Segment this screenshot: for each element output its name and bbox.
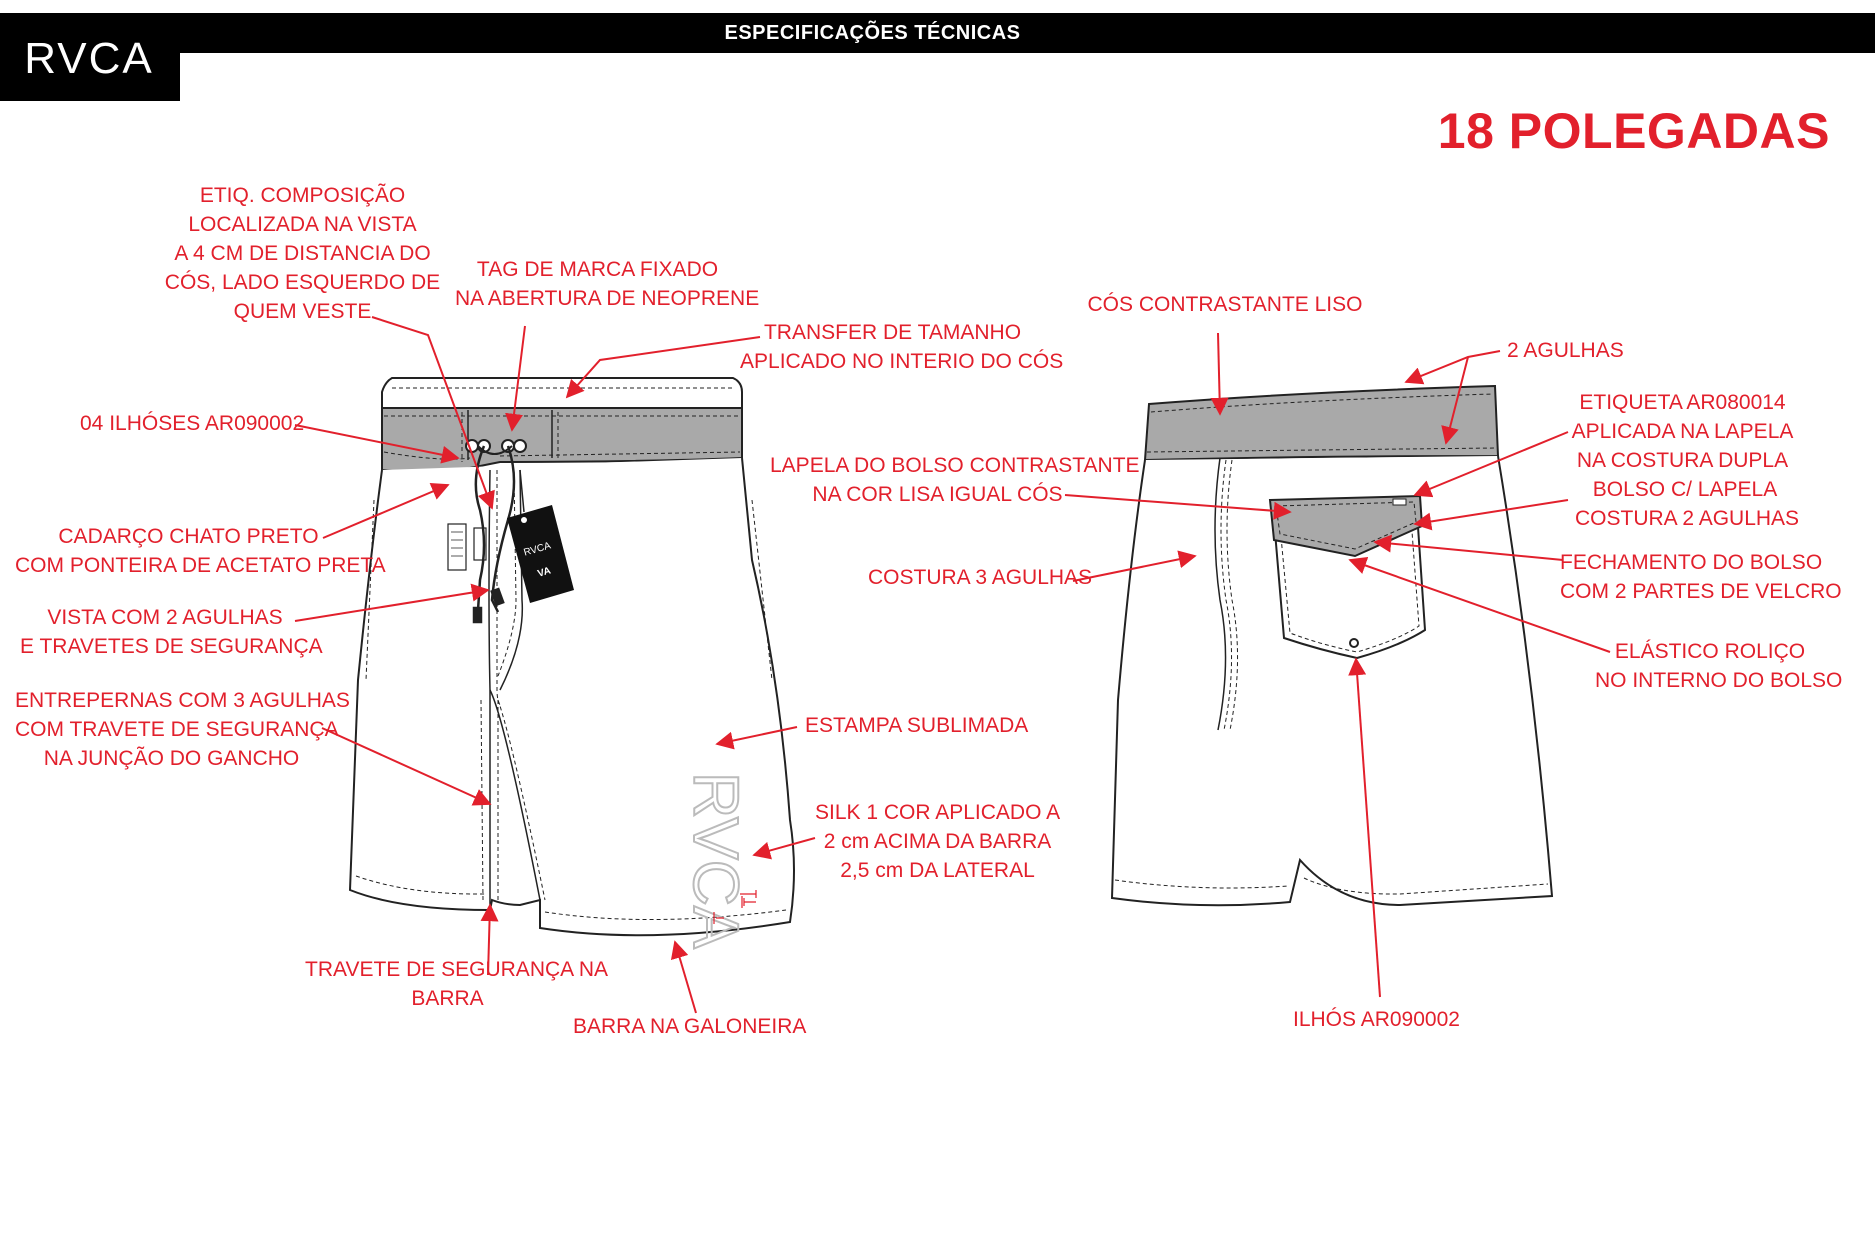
callout-etiqueta-lapela: ETIQUETA AR080014 APLICADA NA LAPELA NA … — [1571, 391, 1794, 472]
back-waistband — [1143, 384, 1500, 462]
callout-etiq-composicao: ETIQ. COMPOSIÇÃO LOCALIZADA NA VISTA A 4… — [164, 184, 441, 323]
callout-bolso-lapela: BOLSO C/ LAPELA COSTURA 2 AGULHAS — [1575, 478, 1800, 530]
callout-estampa: ESTAMPA SUBLIMADA — [805, 714, 1029, 737]
size-title: 18 POLEGADAS — [1437, 103, 1830, 159]
callout-entrepernas: ENTREPERNAS COM 3 AGULHAS COM TRAVETE DE… — [15, 689, 350, 770]
callout-barra-galoneira: BARRA NA GALONEIRA — [573, 1015, 807, 1038]
logo-text: RVCA — [24, 34, 153, 83]
pocket-eyelet — [1349, 638, 1359, 648]
header-bar: ESPECIFICAÇÕES TÉCNICAS — [0, 13, 1875, 53]
hang-tag-mark: VA — [536, 565, 552, 579]
callout-elastico: ELÁSTICO ROLIÇO NO INTERNO DO BOLSO — [1595, 640, 1843, 692]
hang-tag: RVCA VA — [507, 469, 574, 603]
callout-travete-barra: TRAVETE DE SEGURANÇA NA BARRA — [305, 958, 609, 1010]
callout-cadarco: CADARÇO CHATO PRETO COM PONTEIRA DE ACET… — [15, 525, 386, 577]
brand-logo: RVCA — [0, 13, 180, 101]
silk-print-logo: RVCA — [680, 772, 752, 949]
callout-vista: VISTA COM 2 AGULHAS E TRAVETES DE SEGURA… — [20, 606, 323, 658]
back-shorts — [1110, 384, 1554, 907]
callout-tag-marca: TAG DE MARCA FIXADO NA ABERTURA DE NEOPR… — [455, 258, 760, 310]
silk-measure-mark — [740, 890, 757, 908]
callout-arrows — [294, 316, 1611, 1014]
callout-silk: SILK 1 COR APLICADO A 2 cm ACIMA DA BARR… — [815, 801, 1061, 882]
callout-ilhos-costas: ILHÓS AR090002 — [1293, 1008, 1460, 1031]
callout-lapela-bolso: LAPELA DO BOLSO CONTRASTANTE NA COR LISA… — [770, 454, 1140, 506]
callout-cos-contrastante: CÓS CONTRASTANTE LISO — [1087, 293, 1363, 316]
callout-costura-3: COSTURA 3 AGULHAS — [868, 566, 1093, 589]
callout-ilhoses: 04 ILHÓSES AR090002 — [80, 412, 305, 435]
header-title: ESPECIFICAÇÕES TÉCNICAS — [724, 22, 1021, 44]
front-body — [348, 457, 795, 937]
callout-fechamento: FECHAMENTO DO BOLSO COM 2 PARTES DE VELC… — [1560, 551, 1842, 603]
callout-transfer-tamanho: TRANSFER DE TAMANHO APLICADO NO INTERIO … — [740, 321, 1064, 373]
eyelet — [513, 439, 527, 453]
callout-duas-agulhas: 2 AGULHAS — [1507, 339, 1624, 362]
